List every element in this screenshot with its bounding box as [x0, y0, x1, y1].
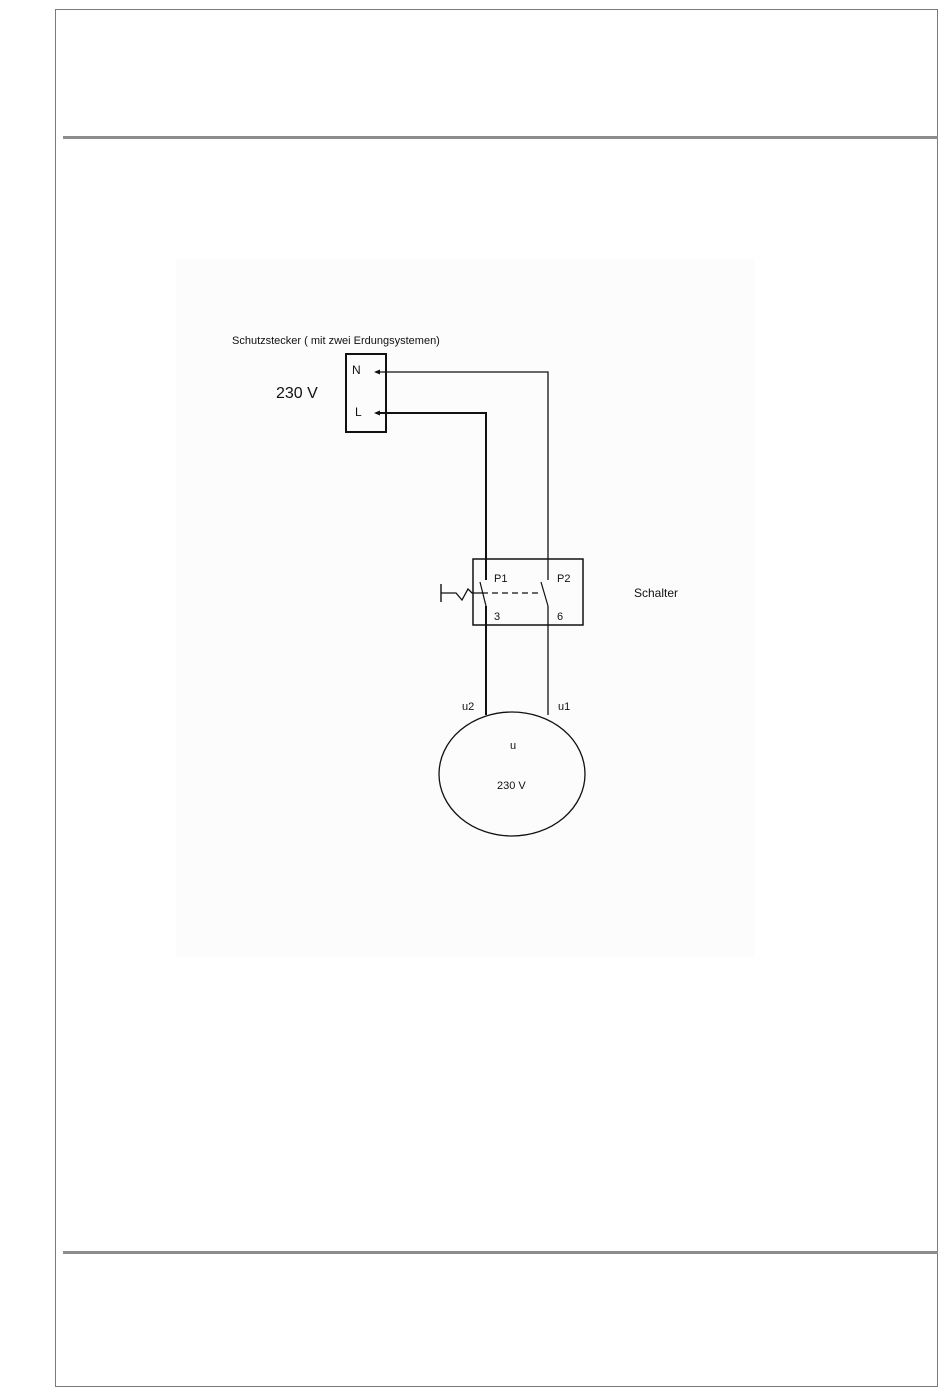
actuator-link: [441, 589, 482, 600]
motor-terminal-u2: u2: [462, 701, 474, 713]
contact-n-blade: [541, 582, 548, 606]
motor-terminal-u1: u1: [558, 701, 570, 713]
motor-circle: [439, 712, 585, 836]
switch-terminal-p1: P1: [494, 573, 507, 585]
arrow-n: [374, 370, 380, 375]
wire-l: [376, 413, 486, 560]
contact-l-blade: [480, 582, 486, 606]
plug-terminal-l: L: [355, 405, 362, 419]
switch-terminal-p2: P2: [557, 573, 570, 585]
plug-title: Schutzstecker ( mit zwei Erdungsystemen): [232, 335, 440, 347]
switch-label: Schalter: [634, 586, 678, 600]
motor-label: u: [510, 740, 516, 752]
arrow-l: [374, 411, 380, 416]
plug-terminal-n: N: [352, 363, 361, 377]
plug-voltage: 230 V: [276, 385, 318, 402]
motor-voltage: 230 V: [497, 780, 526, 792]
wire-n: [376, 372, 548, 560]
switch-box: [473, 559, 583, 625]
switch-terminal-3: 3: [494, 611, 500, 623]
switch-terminal-6: 6: [557, 611, 563, 623]
